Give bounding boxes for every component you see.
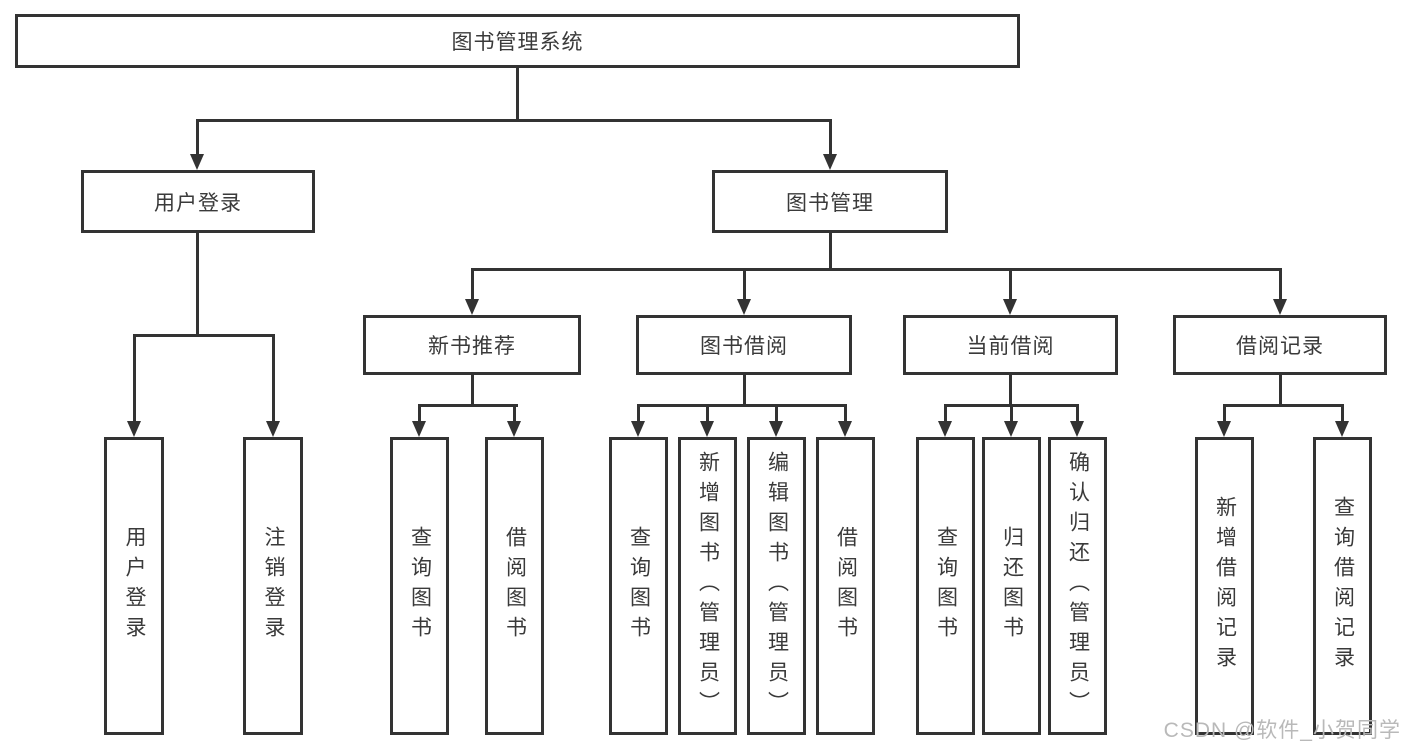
- leaf-label: 借阅图书: [503, 526, 527, 646]
- arrow-to-add-borrow-record-icon: [1217, 404, 1231, 437]
- connector-new-book-recommend-rail: [418, 404, 518, 407]
- arrow-to-user-login-icon: [189, 119, 204, 170]
- leaf-label: 借阅图书: [834, 526, 858, 646]
- connector-current-borrowing-stem: [1009, 375, 1012, 407]
- arrow-to-query-borrow-record-icon: [1335, 404, 1349, 437]
- leaf-label: 查询图书: [627, 526, 651, 646]
- connector-book-borrowing-stem: [742, 375, 746, 407]
- node-library-management-system: 图书管理系统: [15, 14, 1020, 68]
- connector-user-login-stem: [195, 233, 199, 336]
- node-label: 图书借阅: [700, 335, 788, 358]
- leaf-logout: 注销登录: [243, 437, 303, 735]
- connector-book-borrowing-rail: [637, 404, 847, 407]
- node-label: 用户登录: [154, 191, 242, 215]
- arrow-to-add-books-admin-icon: [700, 404, 714, 437]
- leaf-borrow-books-recommend: 借阅图书: [485, 437, 544, 735]
- arrow-to-query-books-borrowing-icon: [631, 404, 645, 437]
- leaf-label: 查询借阅记录: [1331, 496, 1355, 676]
- arrow-to-current-borrowing-icon: [1003, 268, 1017, 315]
- connector-level2-rail: [470, 268, 1282, 271]
- arrow-to-edit-books-admin-icon: [769, 404, 783, 437]
- connector-new-book-recommend-stem: [470, 375, 474, 407]
- leaf-label: 查询图书: [408, 526, 432, 646]
- leaf-edit-books-admin: 编辑图书（管理员）: [747, 437, 806, 735]
- node-book-management: 图书管理: [712, 170, 948, 233]
- leaf-add-borrow-record: 新增借阅记录: [1195, 437, 1254, 735]
- connector-book-management-stem: [828, 233, 832, 271]
- node-current-borrowing: 当前借阅: [903, 315, 1118, 375]
- leaf-label: 查询图书: [934, 526, 958, 646]
- leaf-label: 注销登录: [262, 526, 285, 646]
- connector-borrowing-records-rail: [1223, 404, 1344, 407]
- arrow-to-borrowing-records-icon: [1272, 268, 1287, 315]
- arrow-to-new-book-recommend-icon: [464, 268, 479, 315]
- node-label: 借阅记录: [1236, 335, 1324, 358]
- connector-root-stem: [515, 68, 519, 120]
- node-label: 图书管理: [786, 191, 874, 215]
- leaf-label: 新增借阅记录: [1213, 496, 1237, 676]
- leaf-add-books-admin: 新增图书（管理员）: [678, 437, 737, 735]
- node-label: 图书管理系统: [451, 31, 584, 54]
- leaf-label: 编辑图书（管理员）: [765, 451, 789, 721]
- leaf-return-books: 归还图书: [982, 437, 1041, 735]
- arrow-to-leaf-logout-icon: [265, 334, 280, 437]
- connector-level1-rail: [195, 119, 832, 122]
- arrow-to-book-borrowing-icon: [736, 268, 751, 315]
- leaf-borrow-books-borrowing: 借阅图书: [816, 437, 875, 735]
- arrow-to-query-books-recommend-icon: [412, 404, 426, 437]
- node-user-login: 用户登录: [81, 170, 315, 233]
- node-new-book-recommend: 新书推荐: [363, 315, 581, 375]
- node-label: 当前借阅: [966, 335, 1055, 358]
- node-borrowing-records: 借阅记录: [1173, 315, 1387, 375]
- arrow-to-confirm-return-admin-icon: [1070, 404, 1084, 437]
- connector-user-login-rail: [132, 334, 275, 337]
- arrow-to-query-books-current-icon: [938, 404, 952, 437]
- leaf-query-books-current: 查询图书: [916, 437, 975, 735]
- leaf-query-books-recommend: 查询图书: [390, 437, 449, 735]
- arrow-to-return-books-icon: [1004, 404, 1018, 437]
- node-label: 新书推荐: [428, 335, 516, 358]
- leaf-query-borrow-record: 查询借阅记录: [1313, 437, 1372, 735]
- leaf-query-books-borrowing: 查询图书: [609, 437, 668, 735]
- leaf-label: 归还图书: [1000, 526, 1024, 646]
- leaf-label: 确认归还（管理员）: [1066, 451, 1090, 721]
- arrow-to-borrow-books-borrowing-icon: [838, 404, 852, 437]
- leaf-confirm-return-admin: 确认归还（管理员）: [1048, 437, 1107, 735]
- arrow-to-leaf-user-login-icon: [126, 334, 141, 437]
- watermark: CSDN @软件_小贺同学: [1163, 719, 1401, 742]
- leaf-label: 用户登录: [123, 526, 146, 646]
- node-book-borrowing: 图书借阅: [636, 315, 852, 375]
- arrow-to-book-management-icon: [822, 119, 837, 170]
- arrow-to-borrow-books-recommend-icon: [507, 404, 521, 437]
- leaf-user-login: 用户登录: [104, 437, 164, 735]
- leaf-label: 新增图书（管理员）: [696, 451, 720, 721]
- connector-borrowing-records-stem: [1278, 375, 1282, 407]
